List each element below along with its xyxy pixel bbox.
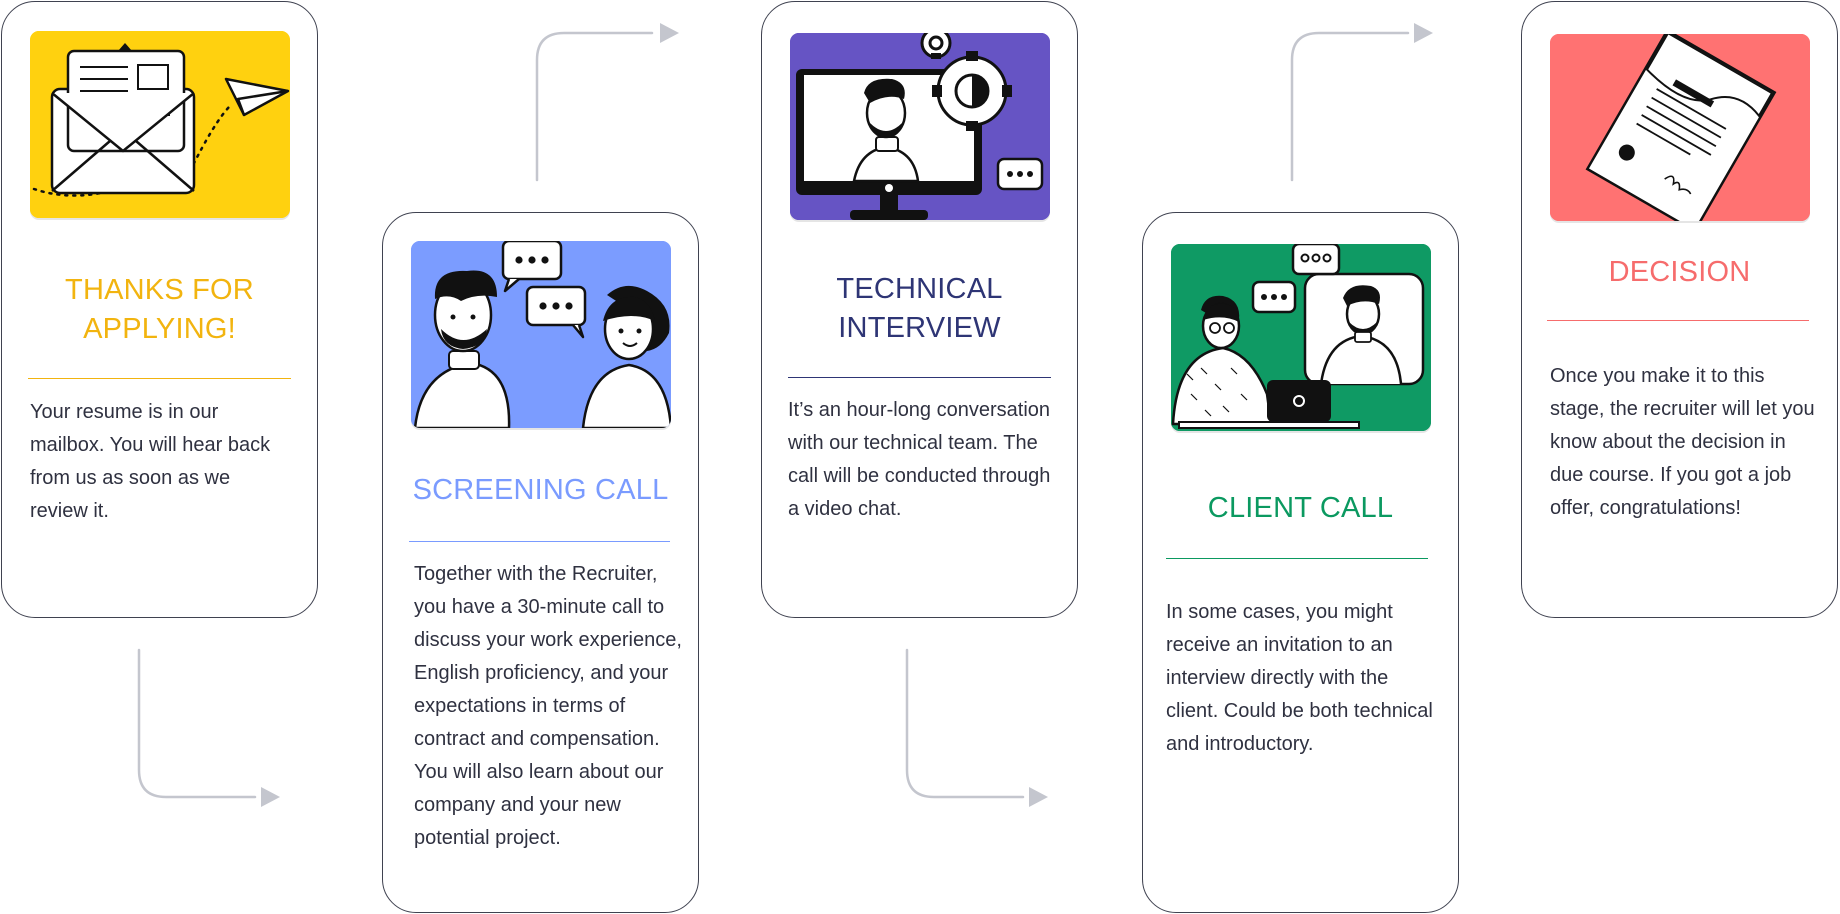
arrow-step4-to-step5 bbox=[1290, 31, 1410, 182]
step-card-thanks-for-applying: THANKS FOR APPLYING! Your resume is in o… bbox=[1, 1, 318, 618]
step-title: THANKS FOR APPLYING! bbox=[65, 274, 254, 345]
step-card-decision: DECISION Once you make it to this stage,… bbox=[1521, 1, 1838, 618]
step-title: SCREENING CALL bbox=[412, 474, 669, 506]
step-description: Your resume is in our mailbox. You will … bbox=[30, 401, 271, 522]
arrowhead-4 bbox=[1414, 23, 1433, 43]
step-5-illustration bbox=[1550, 34, 1810, 221]
step-divider bbox=[28, 378, 291, 379]
step-3-illustration bbox=[790, 33, 1050, 220]
step-card-client-call: CLIENT CALL In some cases, you might rec… bbox=[1142, 212, 1459, 913]
step-divider bbox=[1547, 320, 1809, 321]
step-description: Together with the Recruiter, you have a … bbox=[414, 563, 682, 849]
step-title: TECHNICAL INTERVIEW bbox=[836, 273, 1003, 344]
step-2-illustration bbox=[411, 241, 671, 428]
envelope-paper-plane-icon bbox=[30, 31, 290, 218]
arrow-step3-to-step4 bbox=[905, 648, 1025, 799]
step-card-screening-call: SCREENING CALL Together with the Recruit… bbox=[382, 212, 699, 913]
step-description: In some cases, you might receive an invi… bbox=[1166, 601, 1433, 755]
step-divider bbox=[1166, 558, 1428, 559]
arrow-step1-to-step2 bbox=[137, 648, 257, 799]
step-divider bbox=[788, 377, 1051, 378]
laptop-video-meeting-icon bbox=[1171, 244, 1431, 431]
arrowhead-3 bbox=[1029, 787, 1048, 807]
step-title: CLIENT CALL bbox=[1207, 492, 1394, 524]
arrowhead-1 bbox=[261, 787, 280, 807]
step-1-illustration bbox=[30, 31, 290, 218]
step-4-illustration bbox=[1171, 244, 1431, 431]
video-call-gears-icon bbox=[790, 33, 1050, 220]
step-divider bbox=[409, 541, 670, 542]
step-title: DECISION bbox=[1608, 256, 1751, 288]
step-card-technical-interview: TECHNICAL INTERVIEW It’s an hour-long co… bbox=[761, 1, 1078, 618]
step-description: It’s an hour-long conversation with our … bbox=[788, 399, 1051, 520]
arrow-step2-to-step3 bbox=[535, 31, 654, 182]
step-description: Once you make it to this stage, the recr… bbox=[1550, 365, 1815, 519]
arrowhead-2 bbox=[660, 23, 679, 43]
two-people-chatting-icon bbox=[411, 241, 671, 428]
signed-document-icon bbox=[1550, 34, 1810, 221]
